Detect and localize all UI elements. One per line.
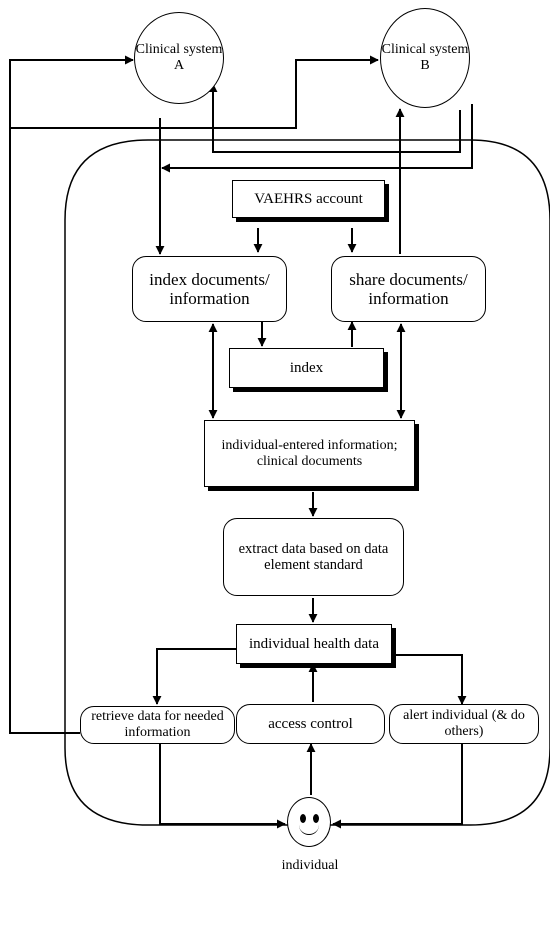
clinical-system-a-node: Clinical system A: [134, 12, 224, 104]
arrow-health-data-to-alert: [392, 654, 467, 705]
left-eye: [300, 814, 306, 823]
individual-label: individual: [281, 858, 339, 873]
index-documents-node: index documents/ information: [132, 256, 287, 322]
arrow-alert-to-individual: [332, 744, 463, 829]
arrow-retrieve-to-clinical-a: [9, 55, 134, 734]
index-node: index: [229, 348, 384, 388]
alert-individual-node: alert individual (& do others): [389, 704, 539, 744]
individual-health-data-node: individual health data: [236, 624, 392, 664]
vaehrs-account-node: VAEHRS account: [232, 180, 385, 218]
share-documents-node: share documents/ information: [331, 256, 486, 322]
individual-entered-info-node: individual-entered information; clinical…: [204, 420, 415, 487]
retrieve-data-node: retrieve data for needed information: [80, 706, 235, 744]
arrow-clinical-b-into-system: [161, 104, 473, 173]
clinical-system-b-node: Clinical system B: [380, 8, 470, 108]
smile: [299, 824, 319, 835]
right-eye: [313, 814, 319, 823]
individual-face-icon: [287, 797, 331, 847]
arrow-clinical-b-to-clinical-a: [208, 83, 461, 153]
extract-data-node: extract data based on data element stand…: [223, 518, 404, 596]
arrow-retrieve-to-individual: [159, 744, 286, 829]
arrow-health-data-to-retrieve: [152, 648, 236, 705]
arrow-to-clinical-b: [10, 55, 379, 129]
access-control-node: access control: [236, 704, 385, 744]
